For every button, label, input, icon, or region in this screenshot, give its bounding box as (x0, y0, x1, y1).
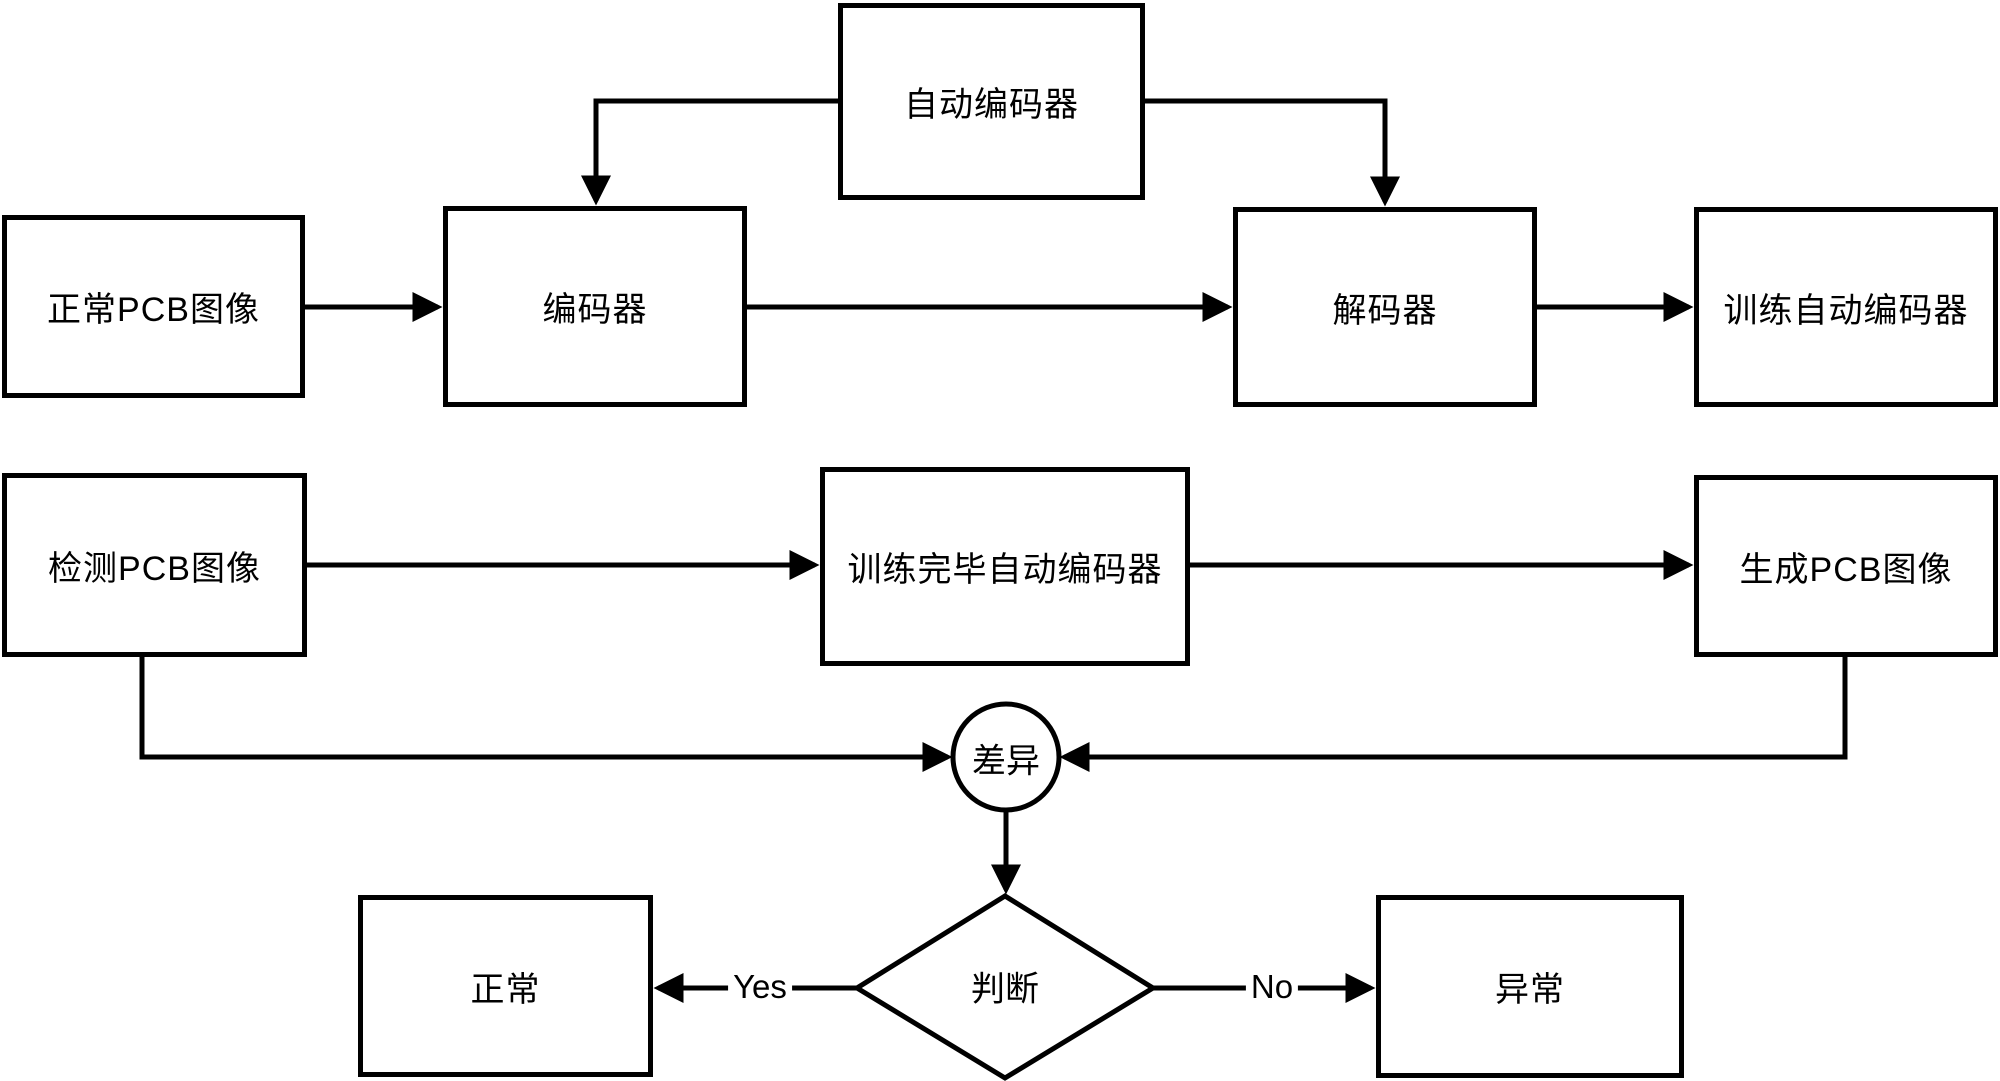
edge-autoencoder-to-decoder-arrow (1145, 98, 1400, 207)
node-difference-label: 差异 (972, 742, 1040, 781)
node-normal-result-label: 正常 (470, 970, 541, 1009)
node-trained-autoencoder-label: 训练完毕自动编码器 (847, 551, 1163, 589)
node-normal-pcb-label: 正常PCB图像 (47, 291, 260, 329)
node-decision-label: 判断 (971, 970, 1039, 1009)
node-decision-shape (852, 893, 1158, 1081)
edge-label-no: No (1245, 968, 1299, 1006)
node-generated-pcb: 生成PCB图像 (1694, 475, 1998, 657)
node-autoencoder-label: 自动编码器 (904, 86, 1079, 124)
node-train-autoencoder: 训练自动编码器 (1694, 207, 1998, 407)
node-normal-result: 正常 (358, 895, 653, 1077)
node-normal-pcb: 正常PCB图像 (2, 215, 305, 398)
edge-autoencoder-to-encoder-arrow (581, 98, 838, 206)
node-difference-shape (950, 701, 1062, 813)
node-train-autoencoder-label: 训练自动编码器 (1723, 291, 1969, 330)
node-detect-pcb-label: 检测PCB图像 (48, 549, 261, 588)
node-decoder-label: 解码器 (1332, 291, 1438, 330)
node-abnormal-result: 异常 (1376, 895, 1684, 1078)
node-trained-autoencoder: 训练完毕自动编码器 (820, 467, 1190, 666)
node-encoder: 编码器 (443, 206, 747, 407)
node-abnormal-result-label: 异常 (1495, 971, 1565, 1009)
node-autoencoder: 自动编码器 (838, 3, 1145, 200)
node-decoder: 解码器 (1233, 207, 1537, 407)
node-encoder-label: 编码器 (542, 291, 648, 329)
edge-label-yes: Yes (728, 968, 792, 1006)
edge-detect-pcb-to-difference-arrow (139, 657, 953, 772)
edge-generated-pcb-to-difference-arrow (1059, 657, 1848, 772)
node-detect-pcb: 检测PCB图像 (2, 473, 307, 657)
node-generated-pcb-label: 生成PCB图像 (1739, 550, 1953, 589)
